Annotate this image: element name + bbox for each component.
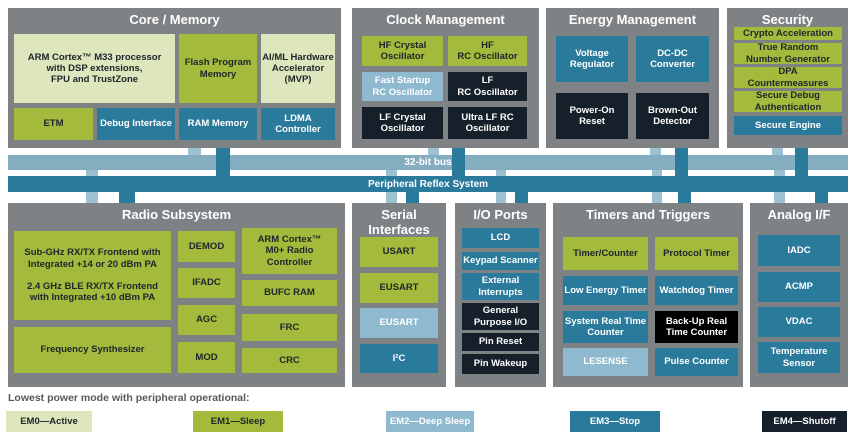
bus-connector-dark — [678, 191, 691, 203]
block-title-serial-interfaces: Serial Interfaces — [368, 207, 430, 237]
module-pin-wakeup: Pin Wakeup — [462, 354, 539, 374]
module-power-on-reset: Power-On Reset — [556, 93, 628, 139]
block-clock-management: Clock Management — [352, 8, 539, 148]
module-voltage-regulator: Voltage Regulator — [556, 36, 628, 82]
module-arm-cortex-m0-radio-controller: ARM Cortex™ M0+ Radio Controller — [242, 228, 337, 274]
module-crc: CRC — [242, 348, 337, 373]
block-title-radio-subsystem: Radio Subsystem — [121, 207, 232, 222]
module-lf-rc-oscillator: LF RC Oscillator — [448, 72, 527, 101]
legend-item-em2: EM2—Deep Sleep — [386, 411, 474, 432]
peripheral-reflex-bar: Peripheral Reflex System — [8, 176, 848, 192]
module-protocol-timer: Protocol Timer — [655, 237, 738, 270]
module-mod: MOD — [178, 342, 235, 373]
block-security: Security — [727, 8, 848, 148]
module-etm: ETM — [14, 108, 93, 140]
legend-item-em0: EM0—Active — [6, 411, 92, 432]
module-acmp: ACMP — [758, 272, 840, 302]
legend-item-em4: EM4—Shutoff — [762, 411, 847, 432]
module-usart: USART — [360, 237, 438, 267]
module-subghz-ble-frontend: Sub-GHz RX/TX Frontend with Integrated +… — [14, 231, 171, 320]
module-ram-memory: RAM Memory — [179, 108, 257, 140]
module-lf-crystal-oscillator: LF Crystal Oscillator — [362, 107, 443, 139]
block-title-timers-and-triggers: Timers and Triggers — [585, 207, 711, 222]
bus-connector-dark — [119, 191, 135, 203]
module-crypto-acceleration: Crypto Acceleration — [734, 27, 842, 40]
module-ifadc: IFADC — [178, 268, 235, 298]
module-lesense: LESENSE — [563, 348, 648, 376]
module-system-real-time-counter: System Real Time Counter — [563, 311, 648, 343]
legend-item-em3: EM3—Stop — [570, 411, 660, 432]
module-iadc: IADC — [758, 235, 840, 266]
module-timer-counter: Timer/Counter — [563, 237, 648, 270]
block-energy-management: Energy Management — [546, 8, 719, 148]
module-external-interrupts: External Interrupts — [462, 273, 539, 300]
module-true-random-number-generator: True Random Number Generator — [734, 42, 842, 65]
block-title-core-memory: Core / Memory — [129, 12, 220, 27]
block-serial-interfaces: Serial Interfaces — [352, 203, 446, 387]
module-dpa-countermeasures: DPA Countermeasures — [734, 66, 842, 89]
module-bufc-ram: BUFC RAM — [242, 280, 337, 306]
module-dc-dc-converter: DC-DC Converter — [636, 36, 709, 82]
module-i2c: I²C — [360, 344, 438, 373]
module-hf-rc-oscillator: HF RC Oscillator — [448, 36, 527, 66]
module-pin-reset: Pin Reset — [462, 333, 539, 351]
module-fast-startup-rc-oscillator: Fast Startup RC Oscillator — [362, 72, 443, 101]
module-pulse-counter: Pulse Counter — [655, 348, 738, 376]
module-frequency-synthesizer: Frequency Synthesizer — [14, 327, 171, 373]
block-title-security: Security — [761, 12, 814, 27]
bus-connector-dark — [406, 191, 419, 203]
peripheral-reflex-label: Peripheral Reflex System — [367, 178, 489, 190]
module-frc: FRC — [242, 314, 337, 341]
block-radio-subsystem: Radio Subsystem — [8, 203, 345, 387]
block-analog-if: Analog I/F — [750, 203, 848, 387]
module-demod: DEMOD — [178, 231, 235, 262]
module-general-purpose-io: General Purpose I/O — [462, 303, 539, 330]
module-secure-engine: Secure Engine — [734, 116, 842, 135]
module-low-energy-timer: Low Energy Timer — [563, 276, 648, 305]
block-title-energy-management: Energy Management — [568, 12, 697, 27]
module-eusart-2: EUSART — [360, 308, 438, 338]
block-core-memory: Core / Memory — [8, 8, 341, 148]
module-arm-cortex-m33: ARM Cortex™ M33 processor with DSP exten… — [14, 34, 175, 103]
bus-32bit-bar: 32-bit bus — [8, 155, 848, 170]
module-secure-debug-authentication: Secure Debug Authentication — [734, 90, 842, 113]
legend-item-em1: EM1—Sleep — [193, 411, 283, 432]
block-io-ports: I/O Ports — [455, 203, 546, 387]
module-brown-out-detector: Brown-Out Detector — [636, 93, 709, 139]
module-hf-crystal-oscillator: HF Crystal Oscillator — [362, 36, 443, 66]
module-lcd: LCD — [462, 228, 539, 248]
module-vdac: VDAC — [758, 307, 840, 337]
block-title-clock-management: Clock Management — [386, 12, 505, 27]
module-agc: AGC — [178, 305, 235, 335]
module-flash-program-memory: Flash Program Memory — [179, 34, 257, 103]
module-keypad-scanner: Keypad Scanner — [462, 252, 539, 270]
module-aiml-hardware-accelerator: AI/ML Hardware Accelerator (MVP) — [261, 34, 335, 103]
module-ldma-controller: LDMA Controller — [261, 108, 335, 140]
block-title-analog-if: Analog I/F — [767, 207, 831, 222]
bus-32bit-label: 32-bit bus — [404, 157, 452, 168]
module-debug-interface: Debug Interface — [97, 108, 175, 140]
bus-connector-dark — [815, 191, 828, 203]
module-temperature-sensor: Temperature Sensor — [758, 342, 840, 373]
module-ultra-lf-rc-oscillator: Ultra LF RC Oscillator — [448, 107, 527, 139]
block-timers-and-triggers: Timers and Triggers — [553, 203, 743, 387]
block-title-io-ports: I/O Ports — [473, 207, 528, 222]
module-watchdog-timer: Watchdog Timer — [655, 276, 738, 305]
module-backup-real-time-counter: Back-Up Real Time Counter — [655, 311, 738, 343]
legend-title: Lowest power mode with peripheral operat… — [8, 392, 250, 404]
module-eusart-1: EUSART — [360, 273, 438, 303]
bus-connector-dark — [515, 191, 528, 203]
